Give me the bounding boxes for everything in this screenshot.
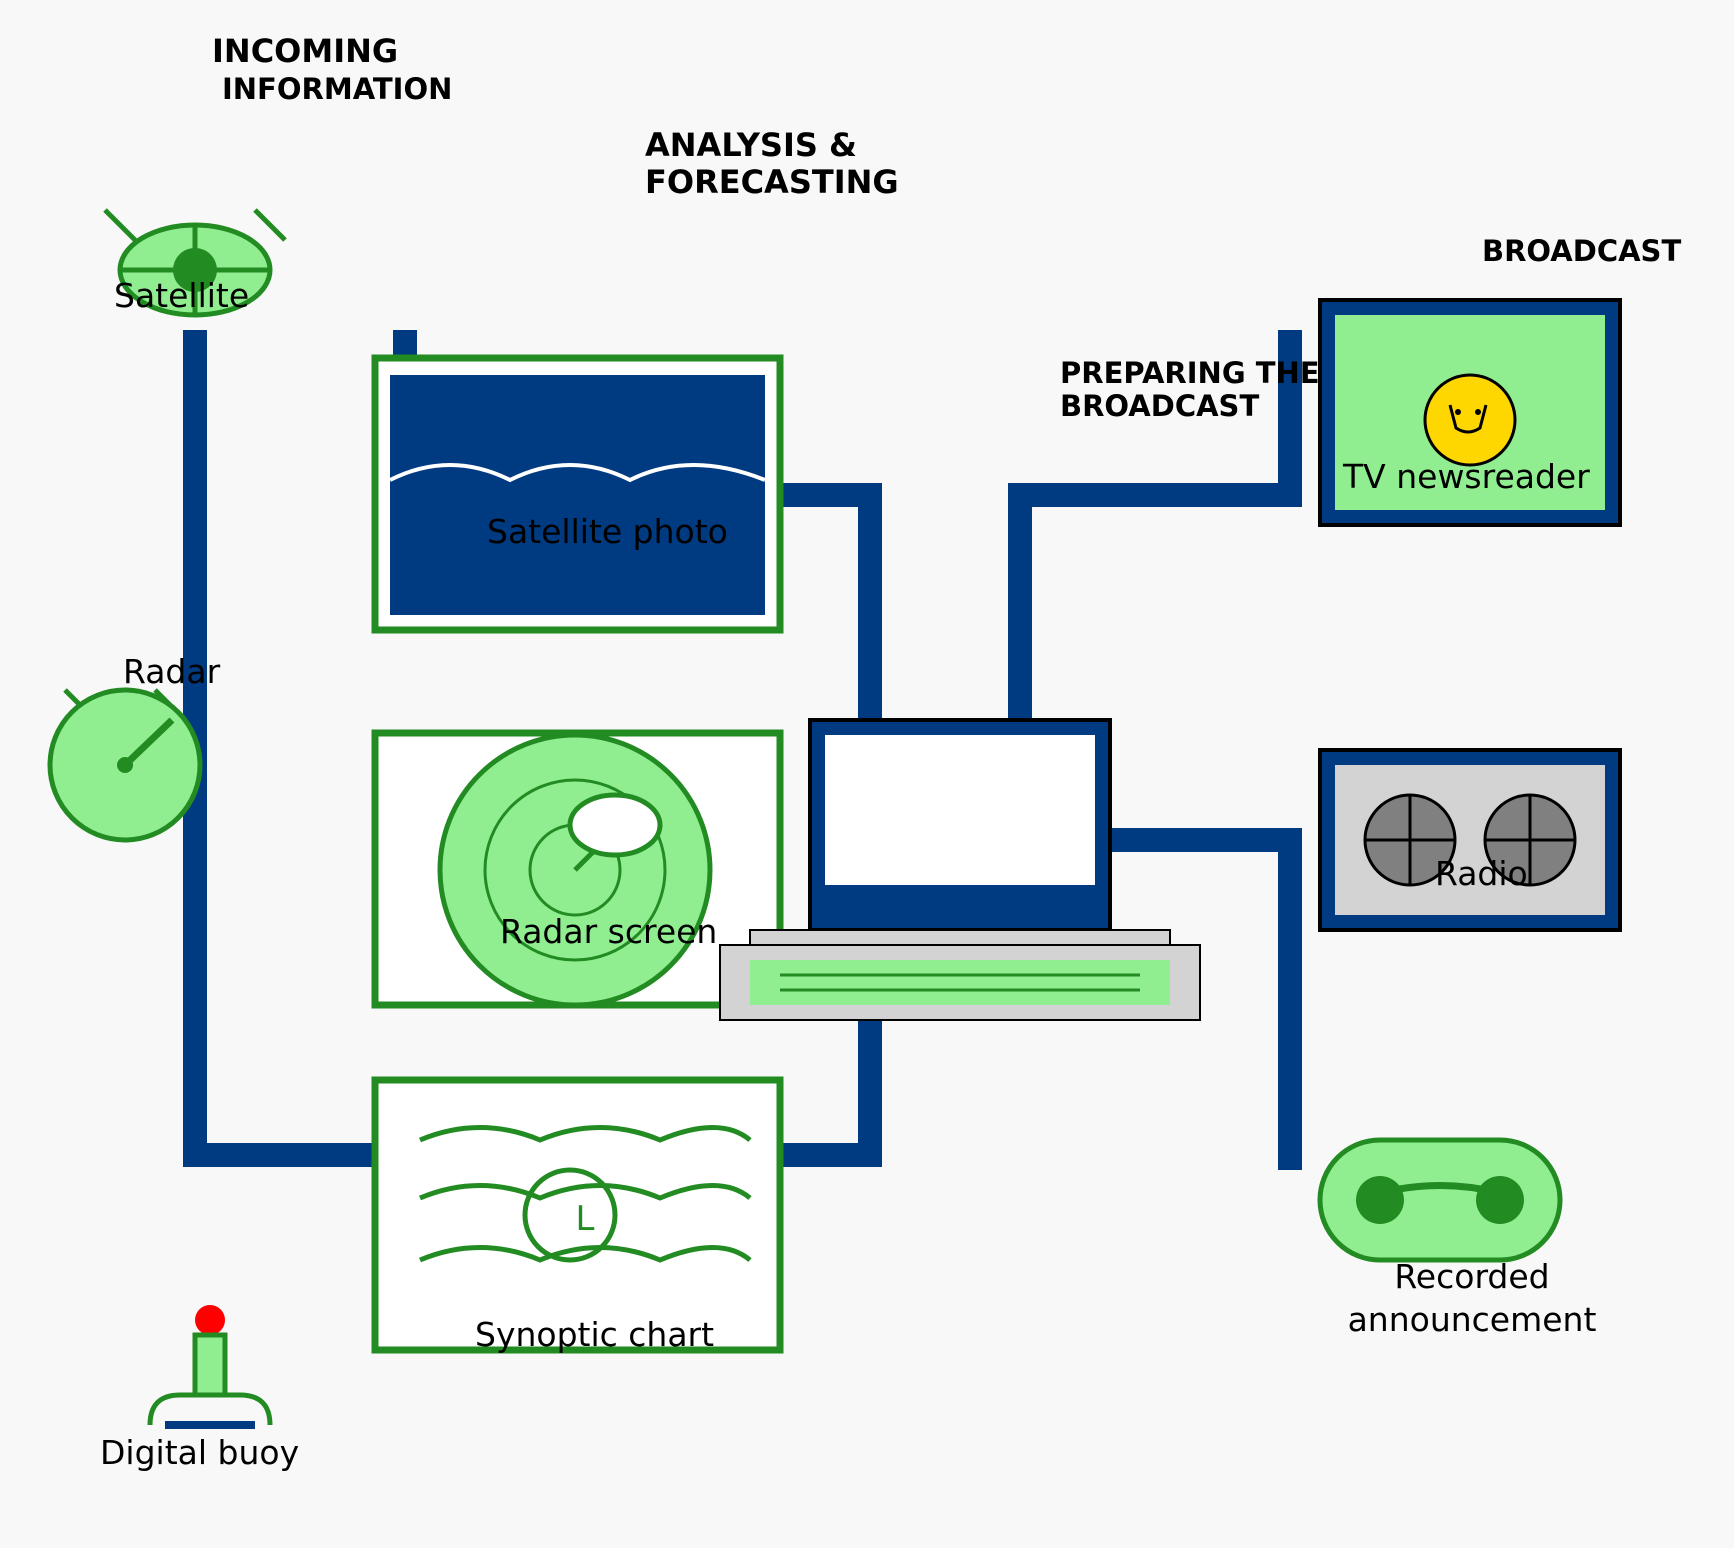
satellite-photo-cloud-line	[389, 463, 766, 483]
radio-label: Radio	[1435, 854, 1528, 893]
incoming-connector	[183, 330, 375, 1167]
radar-screen-label: Radar screen	[500, 912, 717, 951]
telephone-icon	[1317, 1137, 1563, 1263]
computer-stand	[749, 929, 1171, 946]
satellite-photo-panel	[371, 354, 784, 634]
buoy-label: Digital buoy	[100, 1433, 299, 1472]
buoy-icon	[147, 1305, 273, 1429]
radar-screen-panel	[371, 729, 784, 1009]
radar-label: Radar	[123, 652, 221, 691]
heading-broadcast: BROADCAST	[1482, 234, 1681, 268]
heading-incoming-line1: INCOMING	[212, 32, 398, 70]
radar-icon	[47, 687, 203, 843]
heading-incoming-line2: INFORMATION	[222, 72, 452, 106]
newsreader-face	[1423, 373, 1517, 467]
satellite-icon	[103, 208, 287, 318]
satellite-label: Satellite	[114, 276, 249, 315]
heading-analysis-line1: ANALYSIS &	[645, 126, 857, 164]
computer-to-radio-connector	[1110, 828, 1302, 1170]
heading-preparing-line2: BROADCAST	[1060, 389, 1259, 423]
heading-analysis-line2: FORECASTING	[645, 163, 899, 201]
isobar-lines	[419, 1125, 752, 1263]
chart-to-computer-connector	[780, 1020, 882, 1167]
photo-to-computer-connector	[780, 483, 882, 720]
low-pressure-circle	[522, 1167, 618, 1263]
heading-preparing-line1: PREPARING THE	[1060, 356, 1320, 390]
tv-icon	[1318, 298, 1622, 527]
computer	[719, 718, 1201, 1021]
satellite-photo-label: Satellite photo	[487, 512, 728, 551]
synoptic-chart-label: Synoptic chart	[475, 1315, 714, 1354]
connectors	[183, 330, 1302, 1170]
radio-icon	[1318, 748, 1622, 932]
recorded-label-line1: Recorded	[1394, 1257, 1549, 1296]
computer-screen	[825, 735, 1095, 885]
computer-to-tv-connector	[1008, 330, 1302, 720]
synoptic-chart-panel: L	[371, 1076, 784, 1354]
radio-speaker-left	[1363, 793, 1457, 887]
tv-label: TV newsreader	[1342, 457, 1590, 496]
recorded-label-line2: announcement	[1348, 1300, 1597, 1339]
radio-speaker-right	[1483, 793, 1577, 887]
low-pressure-symbol: L	[576, 1199, 595, 1239]
radar-screen-echo	[567, 792, 663, 858]
